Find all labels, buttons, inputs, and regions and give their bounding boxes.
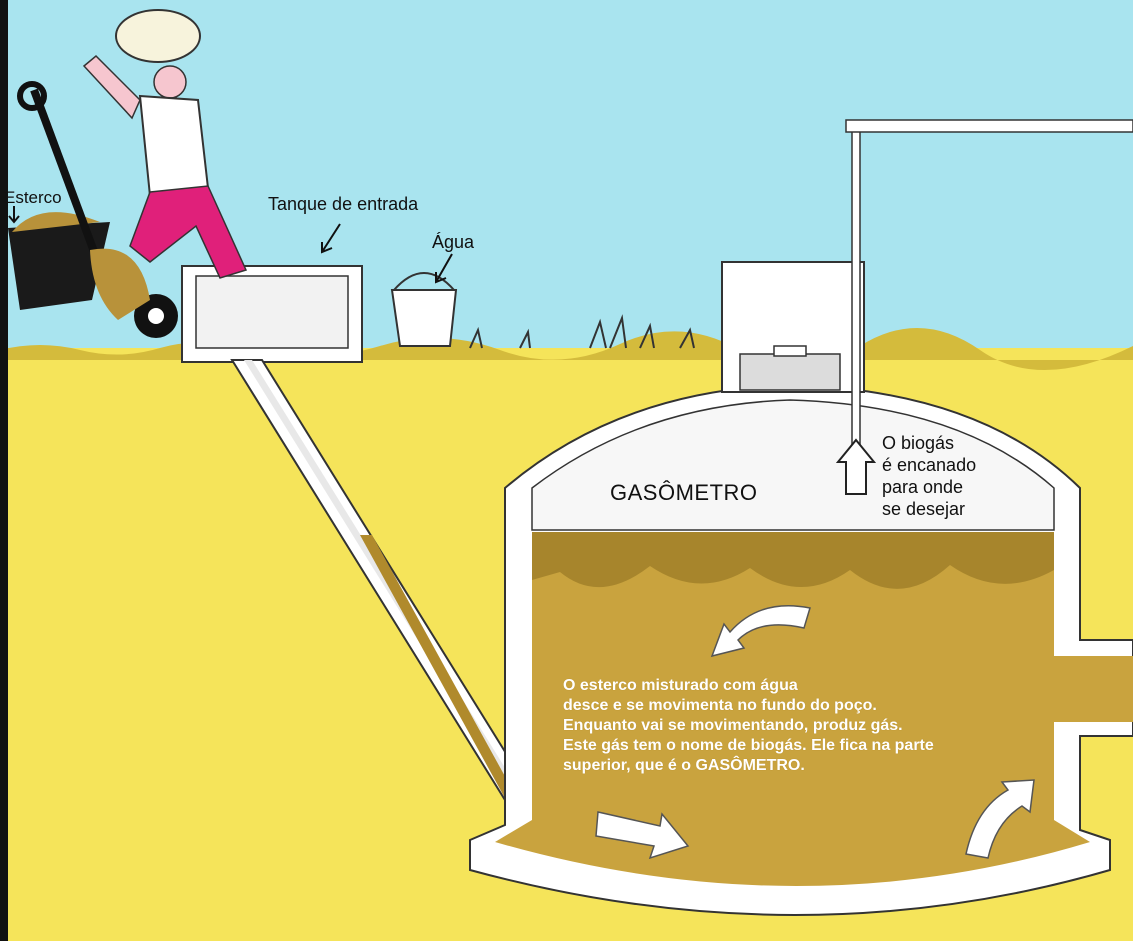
wheelbarrow-icon (8, 222, 110, 310)
bucket-handle (393, 272, 455, 291)
description-text: O esterco misturado com água desce e se … (563, 677, 934, 774)
label-gasometro: GASÔMETRO (610, 480, 758, 505)
gas-pipe-horizontal (845, 119, 1133, 133)
esterco-pointer-icon (8, 206, 20, 224)
farmer-hat (115, 9, 201, 63)
gas-pipe-vertical (851, 123, 861, 465)
farmer-arm (82, 54, 141, 120)
circulation-arrow-bottom-icon (595, 811, 690, 860)
slurry (495, 532, 1133, 886)
label-agua: Água (432, 232, 475, 252)
up-arrow-icon (835, 438, 877, 495)
farmer-shirt (138, 94, 210, 198)
shovel-grip (17, 81, 47, 111)
label-biogas-encanado: O biogás é encanado para onde se desejar (882, 433, 977, 519)
gas-dome (531, 399, 1055, 531)
circulation-arrow-right-icon (965, 779, 1035, 859)
shovel-manure (90, 248, 150, 320)
agua-pointer-icon (435, 253, 453, 284)
manhole-cover (739, 353, 841, 391)
cover-handle (773, 345, 807, 357)
water-bucket-icon (390, 289, 458, 347)
inlet-pipe-slurry (360, 535, 518, 800)
slurry-fringe (532, 532, 1054, 589)
left-border (0, 0, 8, 941)
inlet-tank-inner (195, 275, 349, 349)
farmer-head (153, 65, 187, 99)
label-tanque-de-entrada: Tanque de entrada (268, 194, 419, 214)
wheel-hub (148, 308, 164, 324)
label-esterco: Esterco (4, 188, 62, 207)
tanque-pointer-icon (321, 223, 341, 254)
grass-tufts (469, 314, 695, 349)
circulation-arrow-top-icon (710, 605, 811, 658)
farmer-pants (129, 185, 248, 279)
